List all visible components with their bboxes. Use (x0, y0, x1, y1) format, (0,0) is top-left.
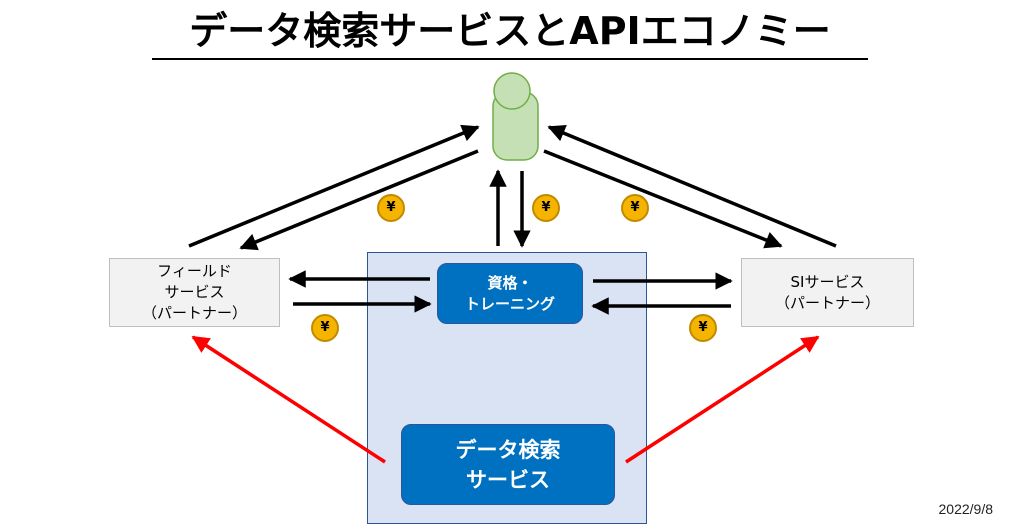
training-node: 資格・ トレーニング (437, 263, 583, 324)
data-search-node: データ検索 サービス (401, 424, 615, 505)
yen-coin-icon: ¥ (689, 314, 717, 342)
title-underline (152, 58, 868, 60)
yen-coin-icon: ¥ (621, 194, 649, 222)
yen-coin-icon: ¥ (311, 314, 339, 342)
training-label-line1: 資格・ (487, 273, 533, 292)
si-label-line1: SIサービス (790, 272, 865, 291)
arrow-user-to-field (239, 149, 479, 251)
field-service-partner-node: フィールド サービス （パートナー） (109, 258, 280, 327)
search-label-line1: データ検索 (455, 437, 561, 462)
yen-coin-icon: ¥ (532, 194, 560, 222)
si-service-partner-node: SIサービス （パートナー） (741, 258, 914, 327)
user-icon (492, 72, 539, 161)
si-label-line2: （パートナー） (774, 293, 880, 312)
arrow-user-to-si (543, 149, 783, 249)
page-title: データ検索サービスとAPIエコノミー (189, 9, 831, 53)
arrow-si-to-user (547, 124, 837, 248)
field-label-line1: フィールド (157, 262, 232, 280)
field-label-line2: サービス (164, 283, 225, 301)
date-stamp: 2022/9/8 (938, 501, 994, 517)
training-label-line2: トレーニング (464, 294, 555, 313)
red-arrow-to-field (191, 335, 386, 464)
red-arrow-to-si (625, 335, 820, 464)
search-label-line2: サービス (466, 467, 550, 492)
field-label-line3: （パートナー） (141, 304, 247, 322)
yen-coin-icon: ¥ (377, 194, 405, 222)
arrow-field-to-user (188, 124, 480, 248)
